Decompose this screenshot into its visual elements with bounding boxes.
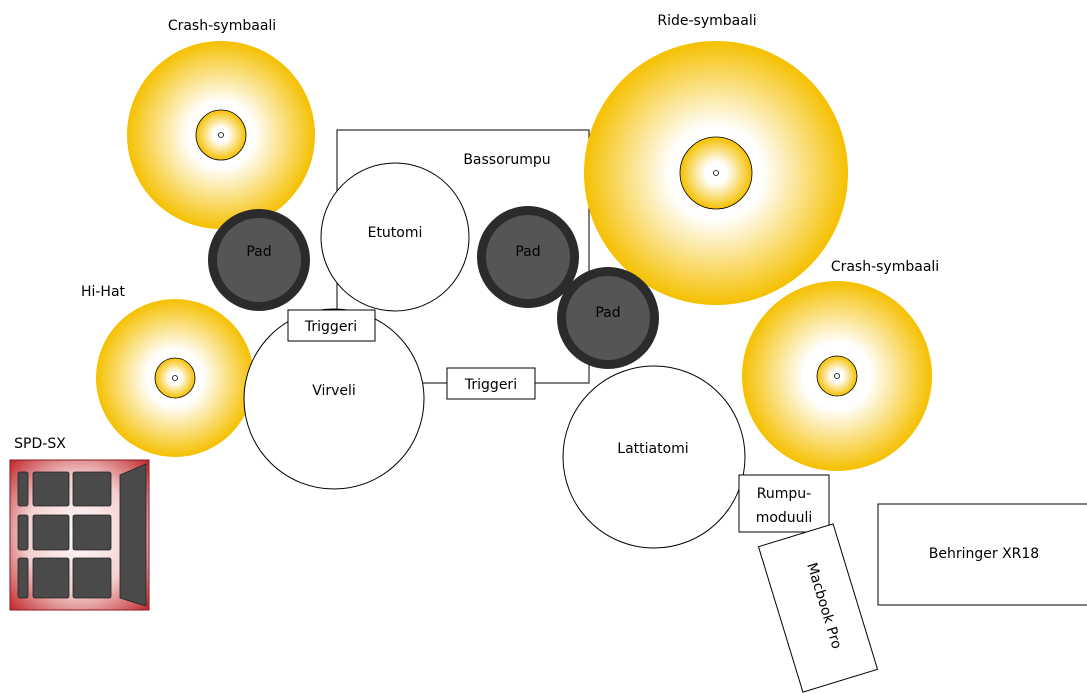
sampler-pad bbox=[17, 514, 29, 551]
sampler-pad bbox=[17, 471, 29, 507]
pad-right-label: Pad bbox=[595, 305, 620, 321]
crash-cymbal-right bbox=[742, 281, 932, 471]
trigger-upper bbox=[287, 309, 376, 342]
laptop bbox=[757, 523, 879, 693]
trigger-lower-label: Triggeri bbox=[464, 377, 517, 393]
hihat-label: Hi-Hat bbox=[81, 284, 126, 300]
floor-tom-label: Lattiatomi bbox=[617, 441, 688, 457]
crash-cymbal-left-label: Crash-symbaali bbox=[168, 18, 276, 34]
snare-label: Virveli bbox=[312, 383, 356, 399]
pad-left bbox=[208, 209, 310, 311]
bass-drum-label: Bassorumpu bbox=[463, 152, 550, 168]
mixer-label: Behringer XR18 bbox=[929, 546, 1039, 562]
sampler-screen bbox=[119, 463, 147, 607]
tom-front bbox=[320, 162, 470, 312]
sampler-pad bbox=[32, 471, 70, 507]
pad-left-label: Pad bbox=[246, 244, 271, 260]
pad-center bbox=[477, 206, 579, 308]
snare-drum bbox=[243, 308, 425, 490]
sampler-pad bbox=[72, 471, 112, 507]
tom-front-label: Etutomi bbox=[368, 225, 423, 241]
mixer bbox=[877, 503, 1087, 606]
pad-right bbox=[557, 267, 659, 369]
trigger-upper-label: Triggeri bbox=[304, 319, 357, 335]
sampler-pad bbox=[72, 514, 112, 551]
sampler-pad bbox=[17, 557, 29, 599]
sampler-pad bbox=[72, 557, 112, 599]
ride-cymbal-label: Ride-symbaali bbox=[657, 13, 756, 29]
pad-center-label: Pad bbox=[515, 244, 540, 260]
sampler-label: SPD-SX bbox=[14, 436, 66, 452]
drum-module bbox=[738, 474, 830, 533]
sampler bbox=[9, 459, 150, 611]
drum-module-label-line1: Rumpu- bbox=[757, 486, 811, 502]
crash-cymbal-left bbox=[127, 41, 315, 229]
ride-cymbal bbox=[584, 41, 848, 305]
hihat-cymbal bbox=[96, 299, 254, 457]
crash-cymbal-right-label: Crash-symbaali bbox=[831, 259, 939, 275]
sampler-pad bbox=[32, 514, 70, 551]
drum-module-label-line2: moduuli bbox=[756, 510, 813, 526]
trigger-lower bbox=[446, 367, 536, 400]
floor-tom bbox=[562, 365, 746, 549]
sampler-pad bbox=[32, 557, 70, 599]
